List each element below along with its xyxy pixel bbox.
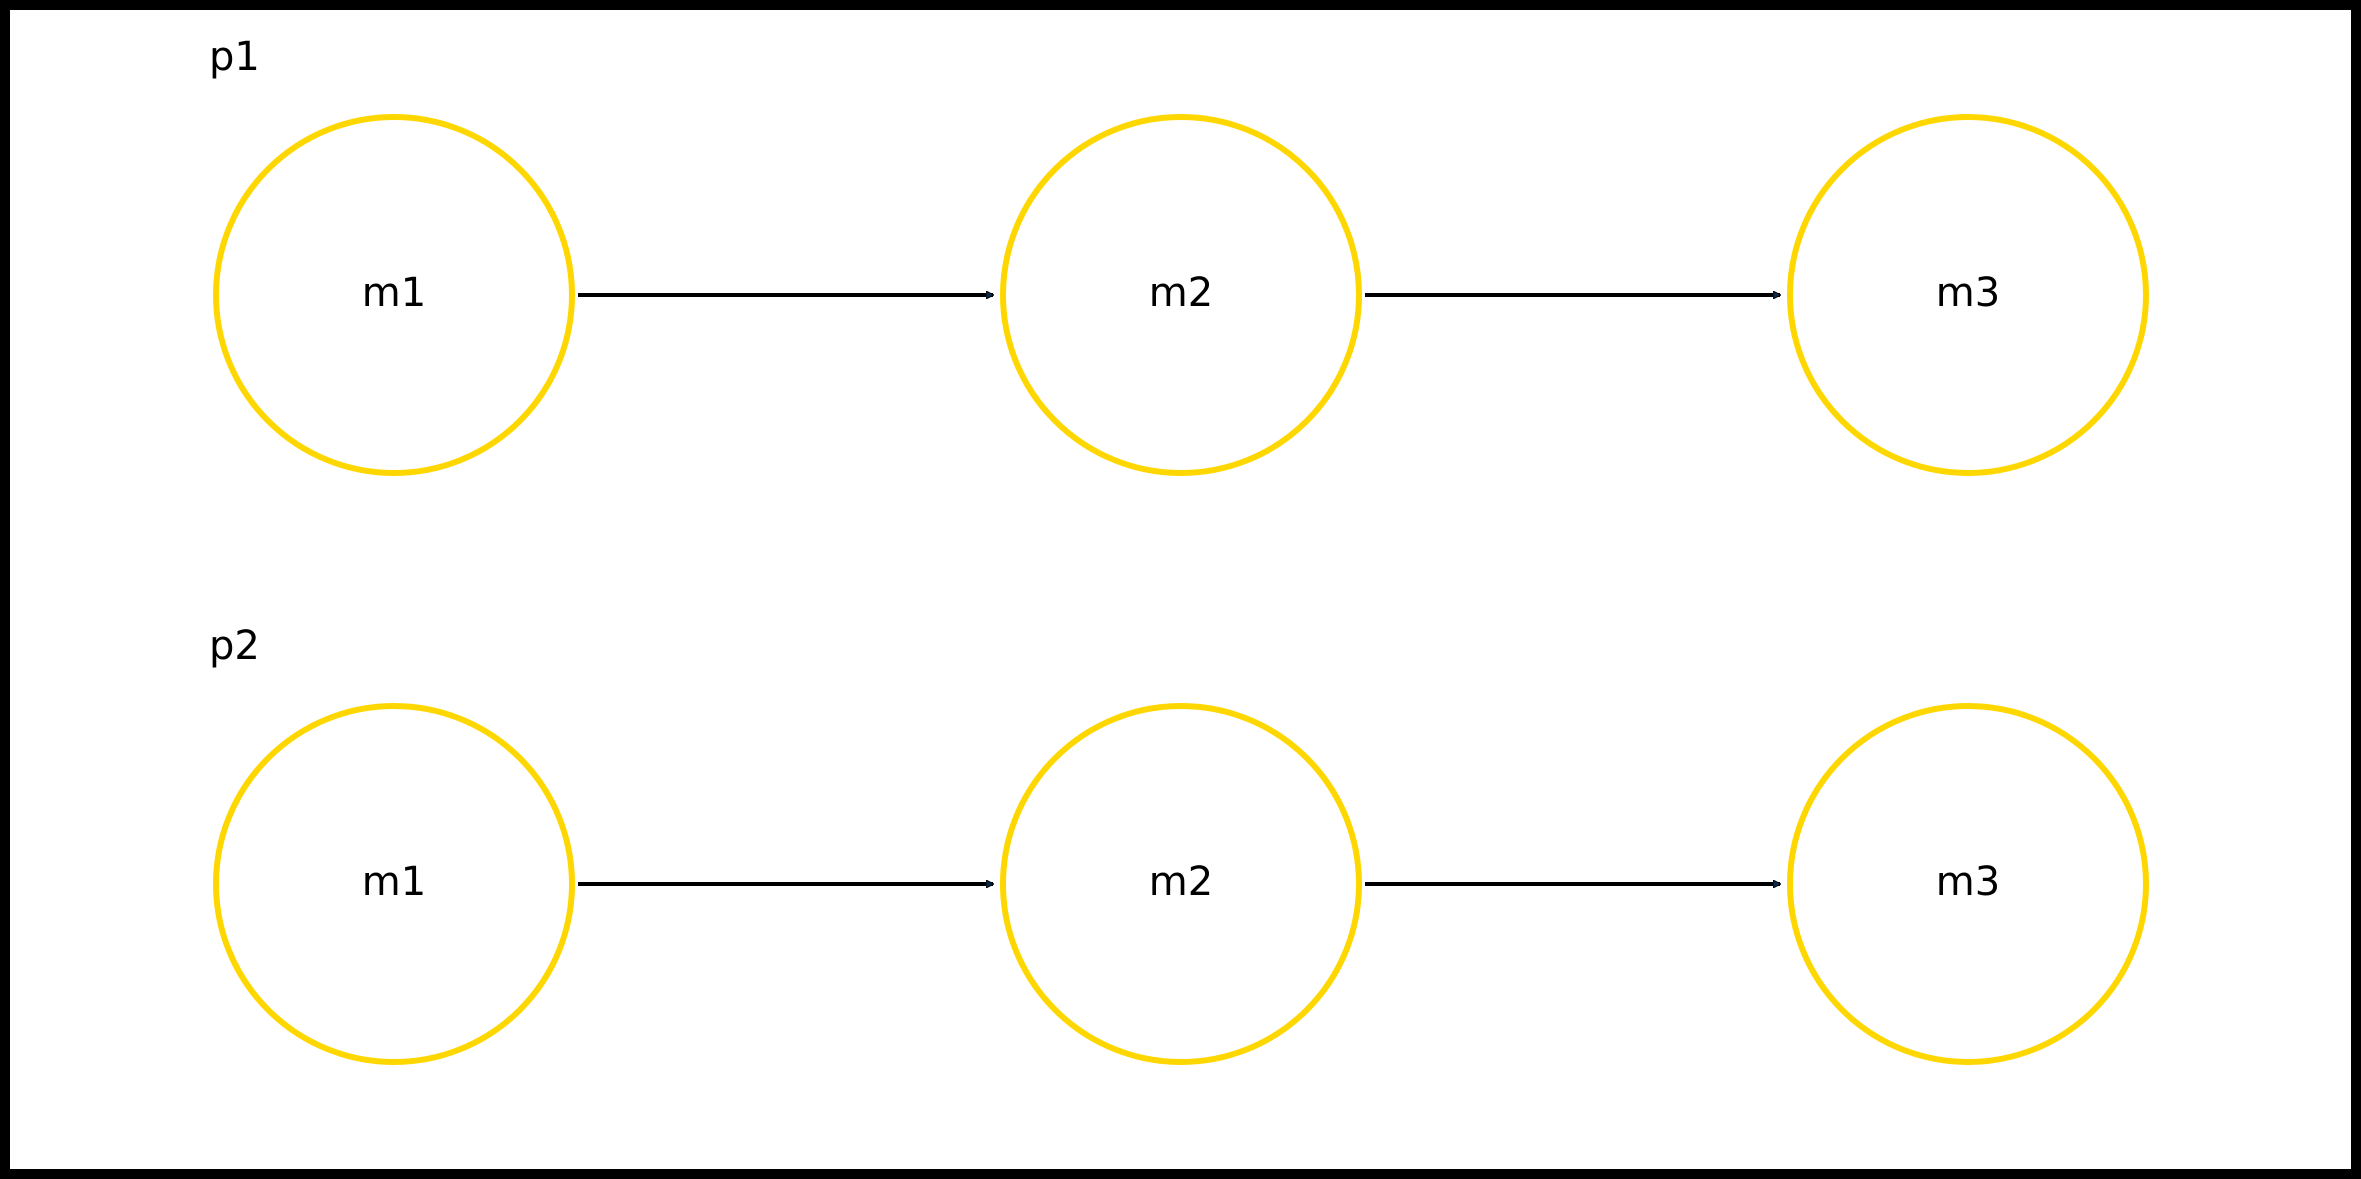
node-p1-m3: m3 bbox=[1787, 114, 2149, 476]
node-p2-m2: m2 bbox=[1000, 703, 1362, 1065]
node-circle-p2-m2 bbox=[1000, 703, 1362, 1065]
node-label-p2-m1: m1 bbox=[362, 859, 426, 905]
node-label-p1-m1: m1 bbox=[362, 270, 426, 316]
group-label-p2: p2 bbox=[209, 623, 260, 669]
node-circle-p1-m1 bbox=[213, 114, 575, 476]
node-label-p1-m3: m3 bbox=[1936, 270, 2000, 316]
node-circle-p1-m2 bbox=[1000, 114, 1362, 476]
node-p1-m1: m1 bbox=[213, 114, 575, 476]
node-label-p1-m2: m2 bbox=[1149, 270, 1213, 316]
node-p2-m3: m3 bbox=[1787, 703, 2149, 1065]
node-circle-p1-m3 bbox=[1787, 114, 2149, 476]
node-circle-p2-m3 bbox=[1787, 703, 2149, 1065]
node-p1-m2: m2 bbox=[1000, 114, 1362, 476]
group-p2: p2 m1 m2 m3 bbox=[209, 623, 2149, 1065]
node-circle-p2-m1 bbox=[213, 703, 575, 1065]
node-label-p2-m2: m2 bbox=[1149, 859, 1213, 905]
node-p2-m1: m1 bbox=[213, 703, 575, 1065]
node-label-p2-m3: m3 bbox=[1936, 859, 2000, 905]
group-label-p1: p1 bbox=[209, 34, 260, 80]
group-p1: p1 m1 m2 m3 bbox=[209, 34, 2149, 476]
